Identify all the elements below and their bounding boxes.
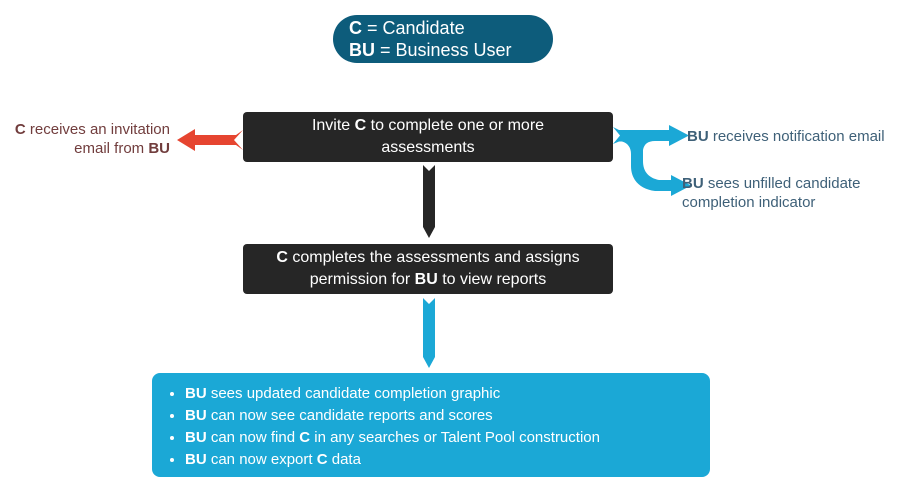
list-item: BU sees updated candidate completion gra… (185, 383, 696, 405)
annotation-bu-notification-email: BU receives notification email (687, 127, 899, 146)
black-down-arrow-icon (423, 165, 435, 238)
red-left-arrow-icon (177, 129, 243, 151)
annotation-line: email from BU (74, 140, 170, 157)
step-text-line: permission for BU to view reports (309, 271, 547, 288)
annotation-line: completion indicator (682, 194, 816, 211)
step-text-line: Invite C to complete one or more (311, 117, 545, 134)
annotation-invitation-email: C receives an invitation email from BU (2, 120, 170, 158)
legend-pill: C = Candidate BU = Business User (333, 15, 553, 63)
step-invite-box: Invite C to complete one or more assessm… (243, 112, 613, 162)
list-item: BU can now see candidate reports and sco… (185, 405, 696, 427)
legend-line-business-user: BU = Business User (349, 40, 512, 60)
annotation-line: BU sees unfilled candidate (682, 175, 861, 192)
step-complete-box: C completes the assessments and assigns … (243, 244, 613, 294)
list-item: BU can now export C data (185, 449, 696, 471)
cyan-down-arrow-icon (423, 298, 435, 368)
annotation-line: BU receives notification email (687, 128, 885, 145)
legend-line-candidate: C = Candidate (349, 18, 465, 38)
results-list: BU sees updated candidate completion gra… (152, 373, 710, 471)
results-box: BU sees updated candidate completion gra… (152, 373, 710, 477)
step-text-line: assessments (381, 139, 475, 156)
annotation-line: C receives an invitation (14, 121, 170, 138)
list-item: BU can now find C in any searches or Tal… (185, 427, 696, 449)
annotation-bu-completion-indicator: BU sees unfilled candidate completion in… (682, 174, 887, 212)
cyan-branch-arrow-icon (613, 125, 691, 196)
step-text-line: C completes the assessments and assigns (276, 249, 580, 266)
